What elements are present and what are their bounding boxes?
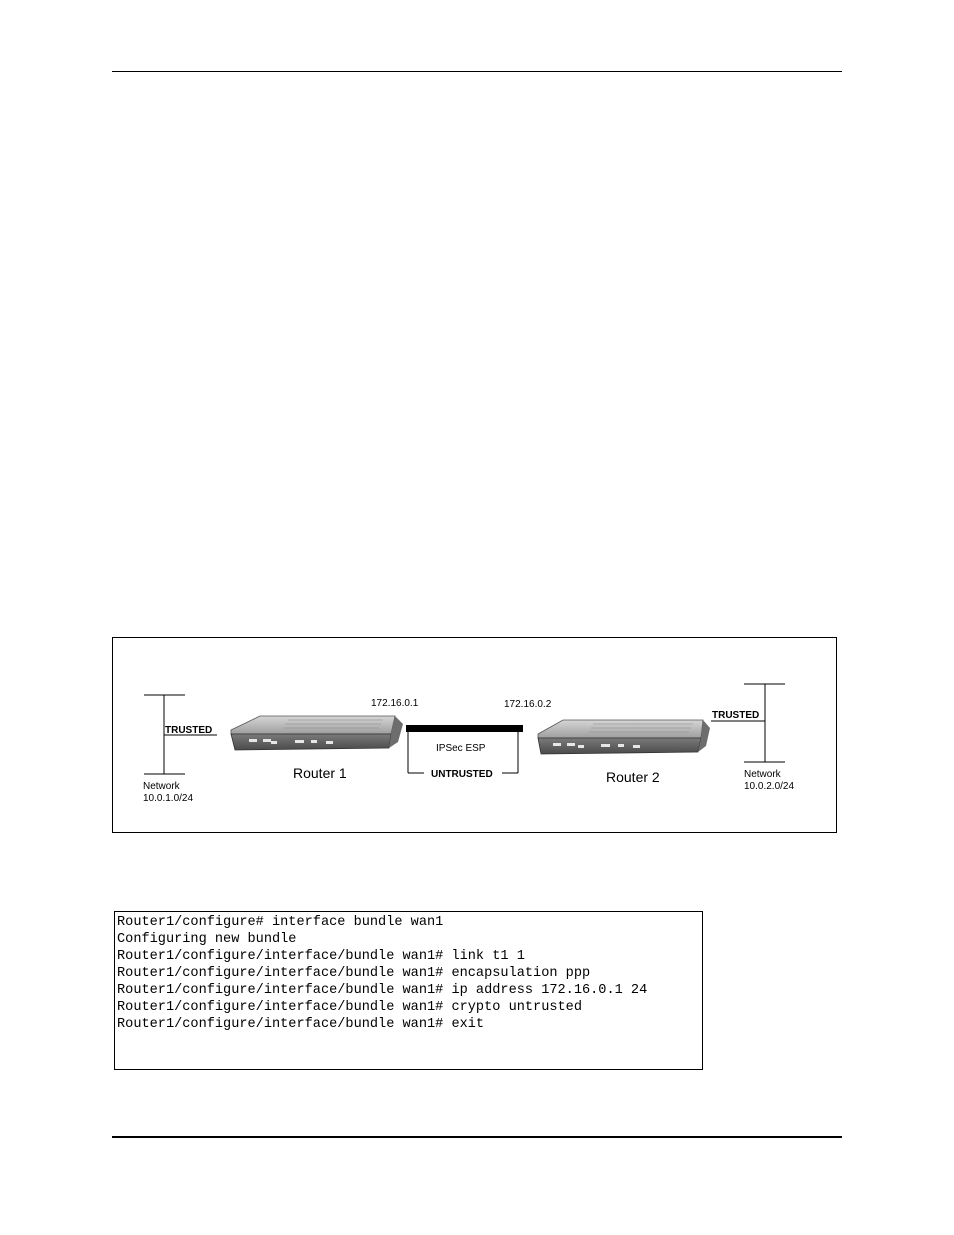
router1-ip: 172.16.0.1 <box>371 698 419 709</box>
right-network-subnet: 10.0.2.0/24 <box>744 781 794 792</box>
header-rule <box>112 71 842 72</box>
left-network-subnet: 10.0.1.0/24 <box>143 793 193 804</box>
router1-image <box>230 715 403 751</box>
right-network-label: Network <box>744 769 782 780</box>
router1-name: Router 1 <box>293 765 347 781</box>
cli-line: Router1/configure/interface/bundle wan1#… <box>117 1017 485 1032</box>
left-network: TRUSTED Network 10.0.1.0/24 <box>143 694 217 804</box>
cli-line: Router1/configure/interface/bundle wan1#… <box>117 949 525 964</box>
cli-lines: Router1/configure# interface bundle wan1… <box>117 914 647 1033</box>
cli-line: Router1/configure/interface/bundle wan1#… <box>117 983 648 998</box>
footer-rule <box>112 1136 842 1138</box>
router2-image <box>537 719 710 755</box>
left-trusted-label: TRUSTED <box>165 725 212 736</box>
left-network-label: Network <box>143 781 181 792</box>
cli-config-example: Router1/configure# interface bundle wan1… <box>114 911 703 1070</box>
cli-line: Router1/configure# interface bundle wan1 <box>117 915 444 930</box>
right-network: TRUSTED Network 10.0.2.0/24 <box>711 683 794 792</box>
tunnel-bar <box>406 725 523 732</box>
tunnel-label: IPSec ESP <box>436 743 486 754</box>
cli-line: Configuring new bundle <box>117 932 297 947</box>
router2-ip: 172.16.0.2 <box>504 699 552 710</box>
cli-line: Router1/configure/interface/bundle wan1#… <box>117 1000 582 1015</box>
router2-name: Router 2 <box>606 769 660 785</box>
ipsec-tunnel <box>406 725 523 774</box>
network-diagram: TRUSTED Network 10.0.1.0/24 Router 1 172… <box>112 637 837 833</box>
untrusted-label: UNTRUSTED <box>431 769 493 780</box>
right-trusted-label: TRUSTED <box>712 710 759 721</box>
cli-line: Router1/configure/interface/bundle wan1#… <box>117 966 591 981</box>
